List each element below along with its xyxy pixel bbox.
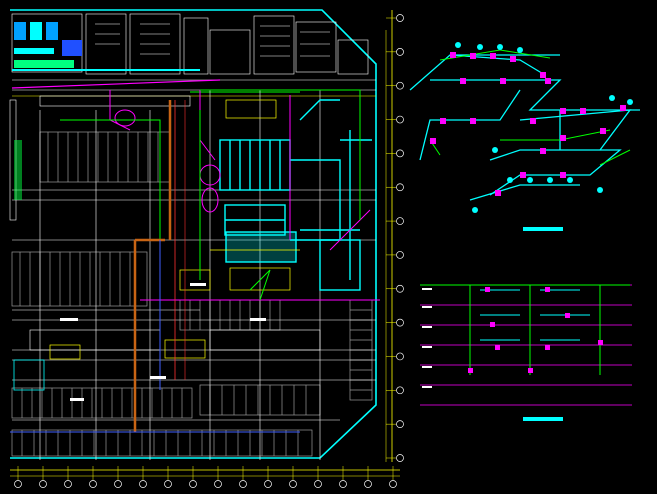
axis-bubble-right — [396, 251, 404, 259]
axis-bubble-right — [396, 454, 404, 462]
axis-bubble-bottom — [314, 480, 322, 488]
iso-diagram-title-bar — [523, 227, 563, 231]
axis-bubble-bottom — [189, 480, 197, 488]
axis-bubble-bottom — [164, 480, 172, 488]
axis-bubble-bottom — [39, 480, 47, 488]
top-left-equipment — [12, 22, 200, 71]
floor-plan — [9, 9, 380, 460]
axis-bubble-bottom — [14, 480, 22, 488]
axis-bubble-right — [396, 149, 404, 158]
axis-grid — [10, 10, 404, 488]
axis-bubble-right — [396, 386, 404, 395]
red-blue-lines — [10, 100, 300, 433]
riser-diagram — [420, 284, 632, 421]
axis-bubble-bottom — [89, 480, 97, 488]
structural-walls — [12, 90, 376, 460]
main-duct-band — [11, 79, 376, 107]
riser-diagram-title-bar — [523, 417, 563, 421]
axis-bubble-right — [396, 115, 404, 124]
axis-bubble-bottom — [64, 480, 72, 488]
axis-bubble-right — [396, 420, 404, 429]
axis-bubble-bottom — [389, 480, 397, 488]
axis-bubble-bottom — [114, 480, 122, 488]
axis-bubble-right — [396, 183, 404, 192]
axis-bubble-bottom — [364, 480, 372, 488]
axis-bubble-bottom — [239, 480, 247, 488]
axis-bubble-right — [396, 284, 404, 293]
left-edge-details — [9, 99, 45, 391]
axis-bubble-right — [396, 47, 404, 56]
building-outline — [10, 9, 377, 459]
axis-bubble-right — [396, 14, 404, 22]
plan-annotations — [60, 283, 266, 401]
axis-bubble-bottom — [289, 480, 297, 488]
axis-bubble-right — [396, 352, 404, 361]
axis-bubble-bottom — [139, 480, 147, 488]
axis-bubble-right — [396, 81, 404, 90]
axis-bubble-bottom — [264, 480, 272, 488]
axis-bubble-right — [396, 217, 404, 225]
isometric-pipe-diagram — [409, 42, 640, 231]
axis-bubble-bottom — [339, 480, 347, 488]
axis-bubble-bottom — [214, 480, 222, 488]
axis-bubble-right — [396, 318, 404, 327]
